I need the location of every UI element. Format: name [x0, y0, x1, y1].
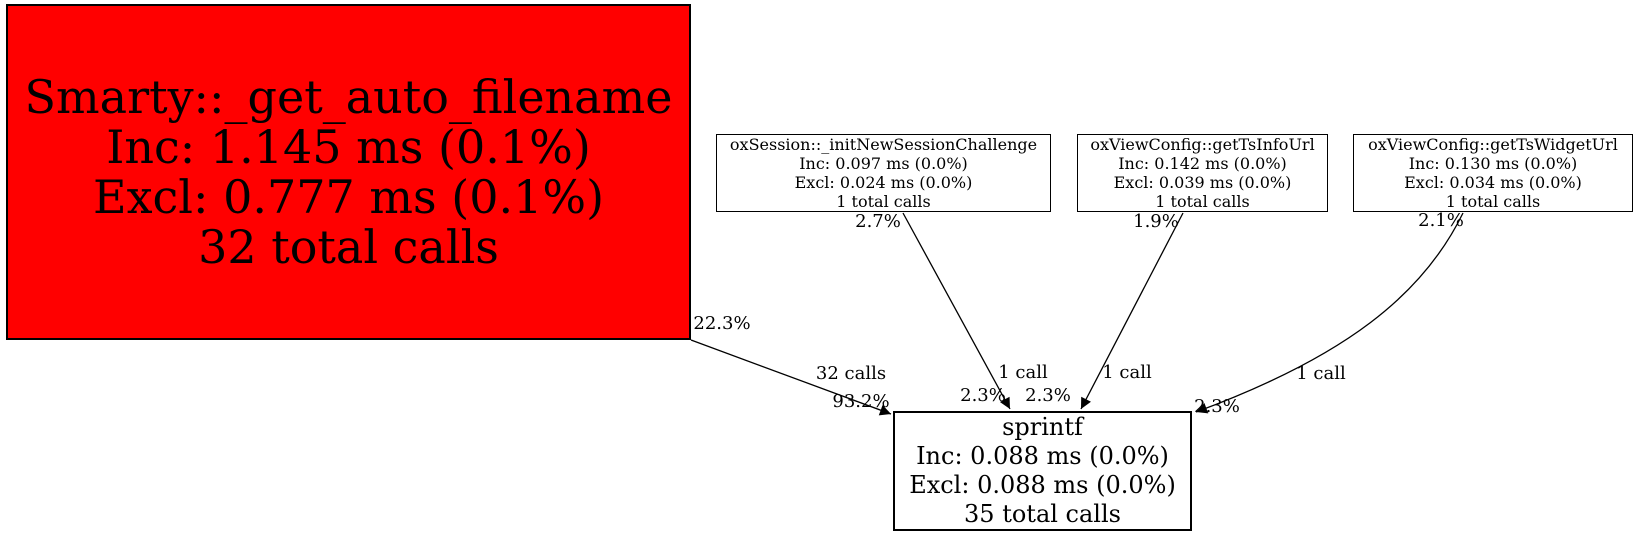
node-exclusive-time: Excl: 0.088 ms (0.0%)	[909, 471, 1176, 499]
node-oxsession-init-new-session-challenge: oxSession::_initNewSessionChallenge Inc:…	[716, 134, 1051, 212]
node-inclusive-time: Inc: 0.142 ms (0.0%)	[1118, 154, 1287, 173]
node-exclusive-time: Excl: 0.034 ms (0.0%)	[1404, 173, 1582, 192]
edge-oxsession-to-sprintf	[902, 212, 1011, 410]
edge-target-percent-label: 2.3%	[1025, 385, 1071, 406]
edge-gettsinfourl-to-sprintf	[1080, 212, 1184, 410]
node-total-calls: 35 total calls	[964, 500, 1121, 528]
node-function-name: Smarty::_get_auto_filename	[24, 70, 673, 124]
edge-calls-label: 1 call	[998, 362, 1048, 383]
node-total-calls: 1 total calls	[836, 192, 931, 211]
edge-target-percent-label: 2.3%	[960, 385, 1006, 406]
edge-calls-label: 1 call	[1102, 362, 1152, 383]
edge-calls-label: 32 calls	[815, 363, 887, 384]
node-smarty-get-auto-filename: Smarty::_get_auto_filename Inc: 1.145 ms…	[6, 4, 691, 340]
node-function-name: oxViewConfig::getTsInfoUrl	[1090, 135, 1315, 154]
edge-smarty-to-sprintf	[690, 339, 892, 416]
edge-target-percent-label: 93.2%	[832, 391, 890, 412]
edge-gettswidgeturl-to-sprintf	[1195, 212, 1464, 414]
edge-source-percent-label: 22.3%	[693, 313, 751, 334]
edge-source-percent-label: 1.9%	[1133, 211, 1179, 232]
node-total-calls: 32 total calls	[198, 220, 499, 274]
node-function-name: sprintf	[1002, 413, 1083, 441]
node-exclusive-time: Excl: 0.039 ms (0.0%)	[1113, 173, 1292, 192]
node-function-name: oxViewConfig::getTsWidgetUrl	[1368, 135, 1618, 154]
edge-source-percent-label: 2.1%	[1418, 210, 1464, 231]
edge-target-percent-label: 2.3%	[1194, 396, 1240, 417]
node-total-calls: 1 total calls	[1155, 192, 1250, 211]
node-function-name: oxSession::_initNewSessionChallenge	[729, 135, 1038, 154]
edge-source-percent-label: 2.7%	[855, 211, 901, 232]
node-sprintf: sprintf Inc: 0.088 ms (0.0%) Excl: 0.088…	[893, 411, 1192, 531]
node-exclusive-time: Excl: 0.777 ms (0.1%)	[92, 170, 605, 224]
node-total-calls: 1 total calls	[1445, 192, 1541, 211]
node-inclusive-time: Inc: 0.130 ms (0.0%)	[1408, 154, 1578, 173]
node-exclusive-time: Excl: 0.024 ms (0.0%)	[794, 173, 973, 192]
node-inclusive-time: Inc: 1.145 ms (0.1%)	[106, 120, 591, 174]
node-oxviewconfig-get-ts-widget-url: oxViewConfig::getTsWidgetUrl Inc: 0.130 …	[1353, 134, 1633, 212]
edge-calls-label: 1 call	[1296, 363, 1346, 384]
node-oxviewconfig-get-ts-info-url: oxViewConfig::getTsInfoUrl Inc: 0.142 ms…	[1077, 134, 1328, 212]
node-inclusive-time: Inc: 0.097 ms (0.0%)	[799, 154, 968, 173]
node-inclusive-time: Inc: 0.088 ms (0.0%)	[916, 442, 1169, 470]
